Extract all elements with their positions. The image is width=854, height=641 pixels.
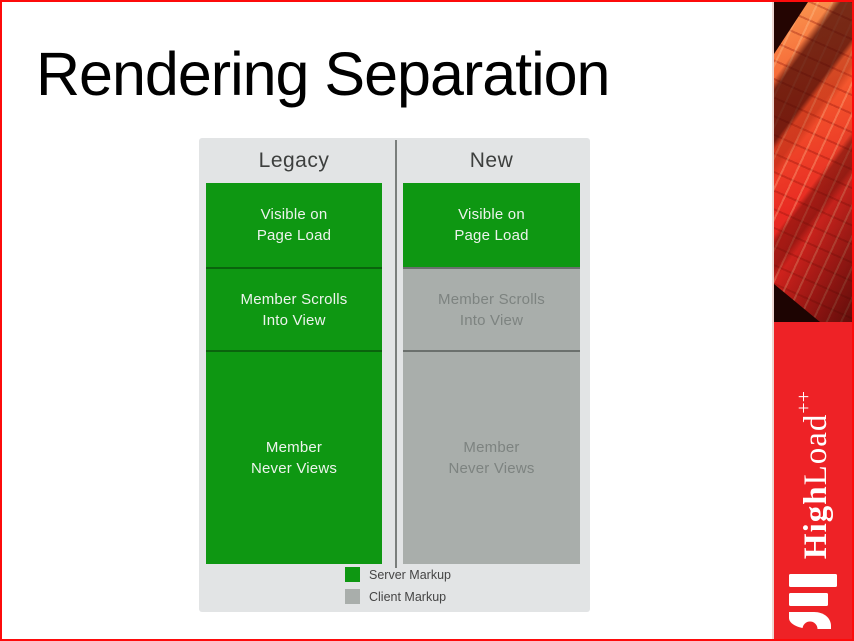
new-box-member-never-views: Member Never Views (403, 350, 580, 564)
abstract-red-glass-image (774, 2, 852, 322)
comparison-diagram: Legacy Visible on Page Load Member Scrol… (199, 138, 590, 612)
server-markup-swatch-icon (345, 567, 360, 582)
legend-label-server: Server Markup (369, 567, 451, 582)
highload-logo-icon (789, 574, 837, 631)
legend-item-client: Client Markup (345, 589, 451, 604)
column-divider (395, 140, 397, 568)
dark-triangle-bottom (774, 284, 820, 322)
new-box-member-scrolls-into-view: Member Scrolls Into View (403, 267, 580, 350)
new-column-header: New (469, 148, 514, 172)
client-markup-swatch-icon (345, 589, 360, 604)
legend-item-server: Server Markup (345, 567, 451, 582)
brand-lockup: HighLoad++ (774, 322, 852, 639)
legend: Server Markup Client Markup (345, 567, 451, 611)
page-title: Rendering Separation (36, 40, 610, 108)
legacy-box-visible-on-page-load: Visible on Page Load (206, 183, 382, 267)
brand-word-high: High (797, 485, 834, 559)
new-column: New Visible on Page Load Member Scrolls … (403, 138, 580, 564)
legacy-box-member-never-views: Member Never Views (206, 350, 382, 564)
brand-wordmark: HighLoad++ (792, 390, 834, 559)
brand-plus-plus: ++ (792, 390, 815, 414)
legend-label-client: Client Markup (369, 589, 447, 604)
legacy-column-header: Legacy (258, 148, 330, 172)
legacy-box-member-scrolls-into-view: Member Scrolls Into View (206, 267, 382, 350)
brand-word-load: Load (797, 413, 834, 486)
brand-sidebar: HighLoad++ (772, 2, 852, 639)
legacy-column: Legacy Visible on Page Load Member Scrol… (206, 138, 382, 564)
dark-triangle-top (774, 2, 808, 54)
new-box-visible-on-page-load: Visible on Page Load (403, 183, 580, 267)
